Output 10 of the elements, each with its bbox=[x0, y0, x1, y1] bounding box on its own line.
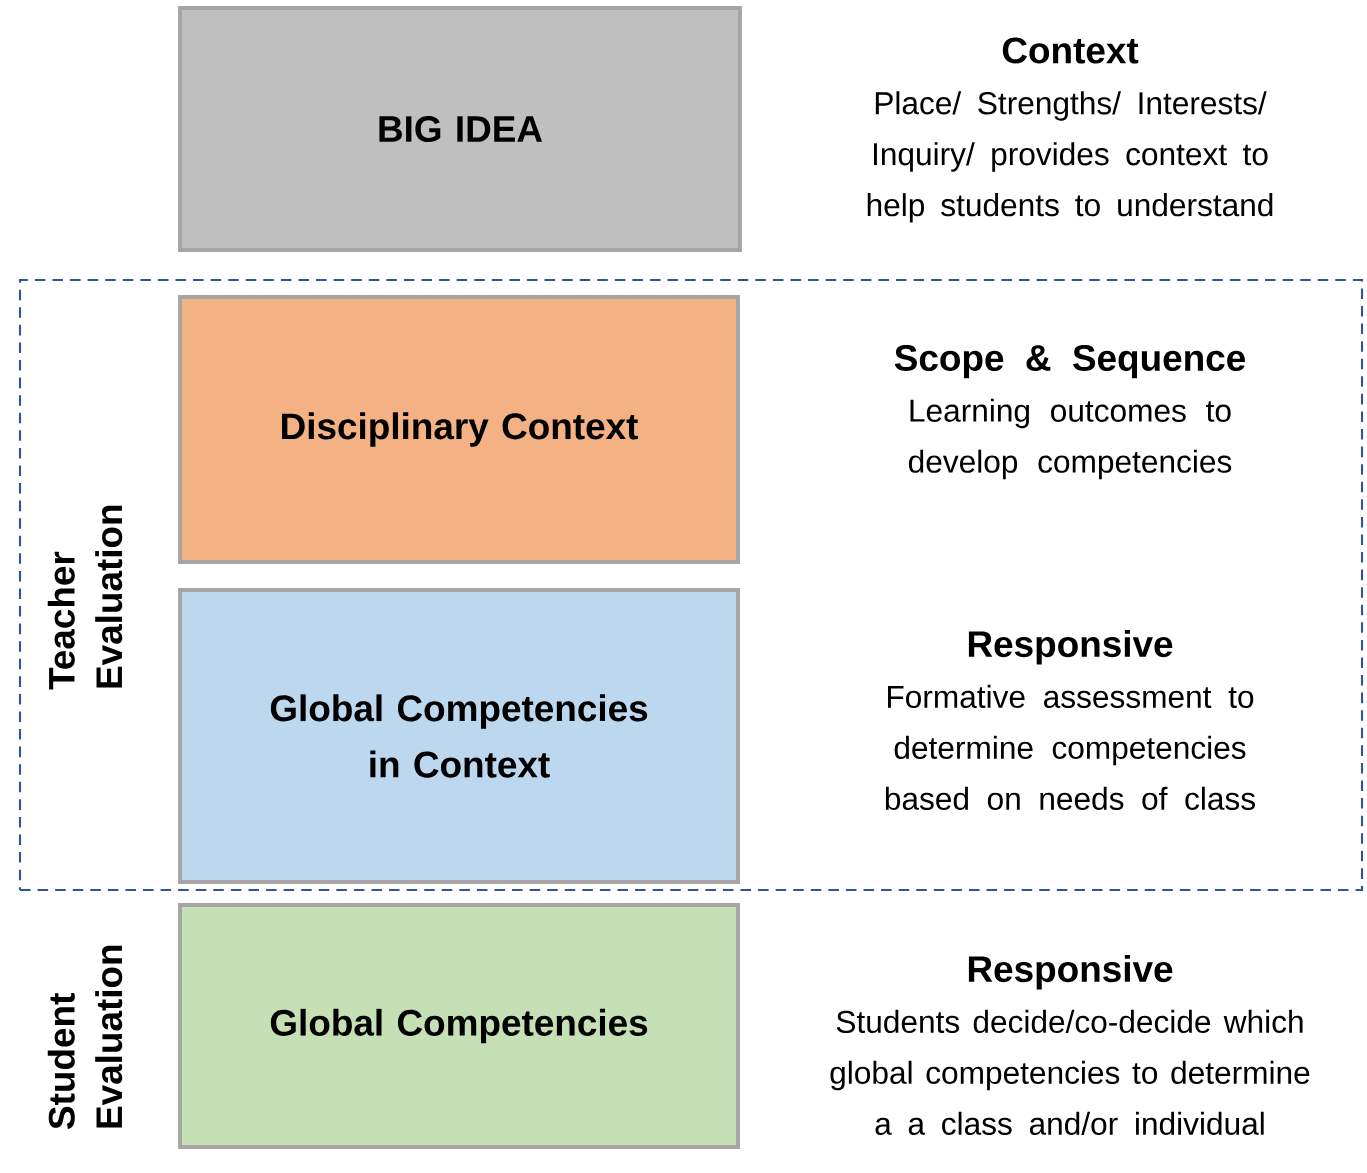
description-text: Scope & Sequence Learning outcomes to develop competencies bbox=[894, 344, 1245, 480]
box: BIG IDEA bbox=[178, 6, 742, 252]
box: Global Competencies in Context bbox=[178, 588, 740, 884]
rotated-label: Teacher Evaluation bbox=[47, 505, 123, 690]
rotated-label: Student Evaluation bbox=[47, 945, 123, 1129]
box: Global Competencies bbox=[178, 903, 740, 1149]
box: Disciplinary Context bbox=[178, 295, 740, 564]
description-text: Context Place/ Strengths/ Interests/ Inquiry/ provides context to help students to understand bbox=[867, 37, 1273, 223]
description-text: Responsive Students decide/co-decide which global competencies to determine a a class and/or individual bbox=[830, 955, 1310, 1135]
description-text: Responsive Formative assessment to determine competencies based on needs of class bbox=[885, 630, 1255, 810]
